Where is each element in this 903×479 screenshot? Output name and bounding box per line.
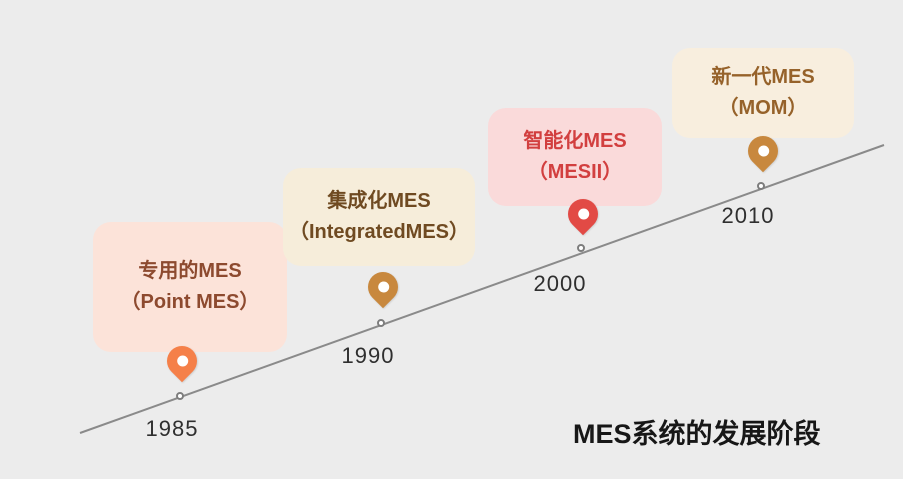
diagram-title: MES系统的发展阶段 <box>573 419 821 449</box>
